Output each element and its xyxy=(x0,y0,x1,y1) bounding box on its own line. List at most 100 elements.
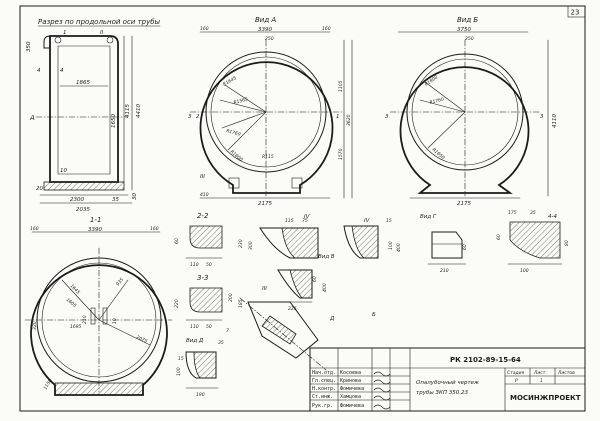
dimension-label: 100 xyxy=(176,367,182,376)
dimension-label: IV xyxy=(364,218,371,224)
dimension-label: Н.контр. xyxy=(312,386,336,392)
section-4-4: 4-4 100 60 80 xyxy=(496,214,570,274)
page-number: 23 xyxy=(571,9,580,17)
dimension-label: 160 xyxy=(30,226,39,232)
dimension-label: 35 xyxy=(530,210,536,216)
dimension-label: 20 xyxy=(36,186,43,192)
dimension-label: 3 xyxy=(188,114,192,120)
dimension-label: 2300 xyxy=(70,197,84,203)
dimension-label: 160 xyxy=(322,26,331,32)
dimension-label: 2-2 xyxy=(197,212,209,220)
dimension-label: III xyxy=(200,174,205,180)
dimension-label: 15 xyxy=(178,356,184,362)
dimension-label: 7 xyxy=(226,328,229,334)
title-code: РК 2102-89-15-64 xyxy=(450,356,521,364)
dimension-label: Р xyxy=(515,378,518,384)
dimension-label: Ст.инж. xyxy=(312,394,333,400)
organization: МОСИНЖПРОЕКТ xyxy=(510,394,581,402)
dimension-label: 350 xyxy=(26,41,32,52)
dimension-label: 2175 xyxy=(457,201,471,207)
dimension-label: 200 xyxy=(228,293,234,302)
dimension-label: 2035 xyxy=(76,207,90,213)
dimension-label: 210 xyxy=(440,268,449,274)
dimension-label: 10 xyxy=(112,318,118,324)
view-a: Вид А 3390 160 160 250 R1645 R1565 R1760… xyxy=(188,16,353,207)
dimension-label: 250 xyxy=(265,36,274,42)
dimension-label: 190 xyxy=(196,392,205,398)
dimension-label: 175 xyxy=(508,210,517,216)
dimension-label: 3390 xyxy=(88,227,102,233)
dimension-label: III xyxy=(262,286,267,292)
dimension-label: Стадия xyxy=(507,370,525,376)
view-v: Вид В III 60 400 225 Б xyxy=(262,254,376,318)
dimension-label: 3750 xyxy=(457,27,471,33)
dimension-label: 60 xyxy=(462,244,468,250)
dimension-label: 50 xyxy=(206,324,212,330)
dimension-label: Хамцова xyxy=(340,394,361,400)
view-b: Вид Б 3750 250 R1800 R1760 R1650 2175 3 … xyxy=(385,16,558,207)
dimension-label: II xyxy=(100,30,104,36)
dimension-label: 2075 xyxy=(135,334,148,344)
dimension-label: 230 xyxy=(238,239,244,248)
title-line1: Опалубочный чертеж xyxy=(416,380,479,386)
dimension-label: Вид Г xyxy=(420,214,437,220)
dimension-label: IV xyxy=(304,214,311,220)
dimension-label: Косоева xyxy=(340,370,361,376)
dimension-label: 1695 xyxy=(70,324,82,330)
dimension-label: 3620 xyxy=(346,114,352,126)
section-1-1: 1-1 3390 160 160 1645 935 1605 1695 2075… xyxy=(24,216,173,396)
dimension-label: Листов xyxy=(557,370,575,376)
dimension-label: 3 xyxy=(385,114,389,120)
dimension-label: 4110 xyxy=(552,114,558,128)
dimension-label: 3390 xyxy=(258,27,272,33)
dimension-label: 30 xyxy=(132,193,138,200)
dimension-label: Вид Д xyxy=(186,338,204,344)
dimension-label: 35 xyxy=(218,340,224,346)
dimension-label: R1760 xyxy=(225,128,241,138)
pipe-longitudinal-section: Разрез по продольной оси трубы 350 1 II … xyxy=(26,18,161,213)
dimension-label: 1105 xyxy=(338,80,344,92)
dimension-label: Вид Б xyxy=(457,16,478,24)
dimension-label: 225 xyxy=(288,306,297,312)
title-line2: трубы ЗКП 350.23 xyxy=(416,390,468,396)
dimension-label: 10 xyxy=(60,168,67,174)
dimension-label: 185 xyxy=(238,299,244,308)
dimension-label: 300 xyxy=(248,241,254,250)
title-block: РК 2102-89-15-64 Опалубочный чертеж труб… xyxy=(309,347,586,412)
dimension-label: 50 xyxy=(206,262,212,268)
dimension-label: Б xyxy=(372,312,376,318)
dimension-label: 3-3 xyxy=(197,274,208,282)
dimension-label: Лист xyxy=(533,370,546,376)
section-2-2: 2-2 110 50 60 230 300 115 75 IV xyxy=(174,212,319,268)
view-g: Вид Г IV 15 100 400 60 210 175 35 xyxy=(343,210,536,274)
dimension-label: 100 xyxy=(388,241,394,250)
page-number-box xyxy=(567,5,586,18)
dimension-label: 1650 xyxy=(111,114,117,128)
dimension-label: 4115 xyxy=(125,104,131,118)
dimension-label: Вид В xyxy=(318,254,335,260)
dimension-label: 1150 xyxy=(43,378,54,391)
dimension-label: A xyxy=(29,114,35,122)
dimension-label: 110 xyxy=(190,324,199,330)
dimension-label: 4 xyxy=(60,68,64,74)
dimension-label: 4 xyxy=(37,68,41,74)
sheet-frame xyxy=(19,5,586,412)
dimension-label: Кринова xyxy=(340,378,361,384)
dimension-label: 400 xyxy=(322,283,328,292)
dimension-label: 1 xyxy=(336,114,340,120)
dimension-label: R1565 xyxy=(233,96,249,106)
dimension-label: 80 xyxy=(564,240,570,246)
dimension-label: 60 xyxy=(312,276,318,282)
dimension-label: 60 xyxy=(496,234,502,240)
dimension-label: 115 xyxy=(285,218,294,224)
dimension-label: 4-4 xyxy=(548,214,557,220)
dimension-label: 935 xyxy=(115,277,125,288)
dimension-label: 1570 xyxy=(338,148,344,160)
dimension-label: 320 xyxy=(32,321,38,330)
dimension-label: 250 xyxy=(465,36,474,42)
dimension-label: 2175 xyxy=(258,201,272,207)
dimension-label: 1605 xyxy=(65,297,78,309)
dimension-label: 15 xyxy=(386,218,392,224)
